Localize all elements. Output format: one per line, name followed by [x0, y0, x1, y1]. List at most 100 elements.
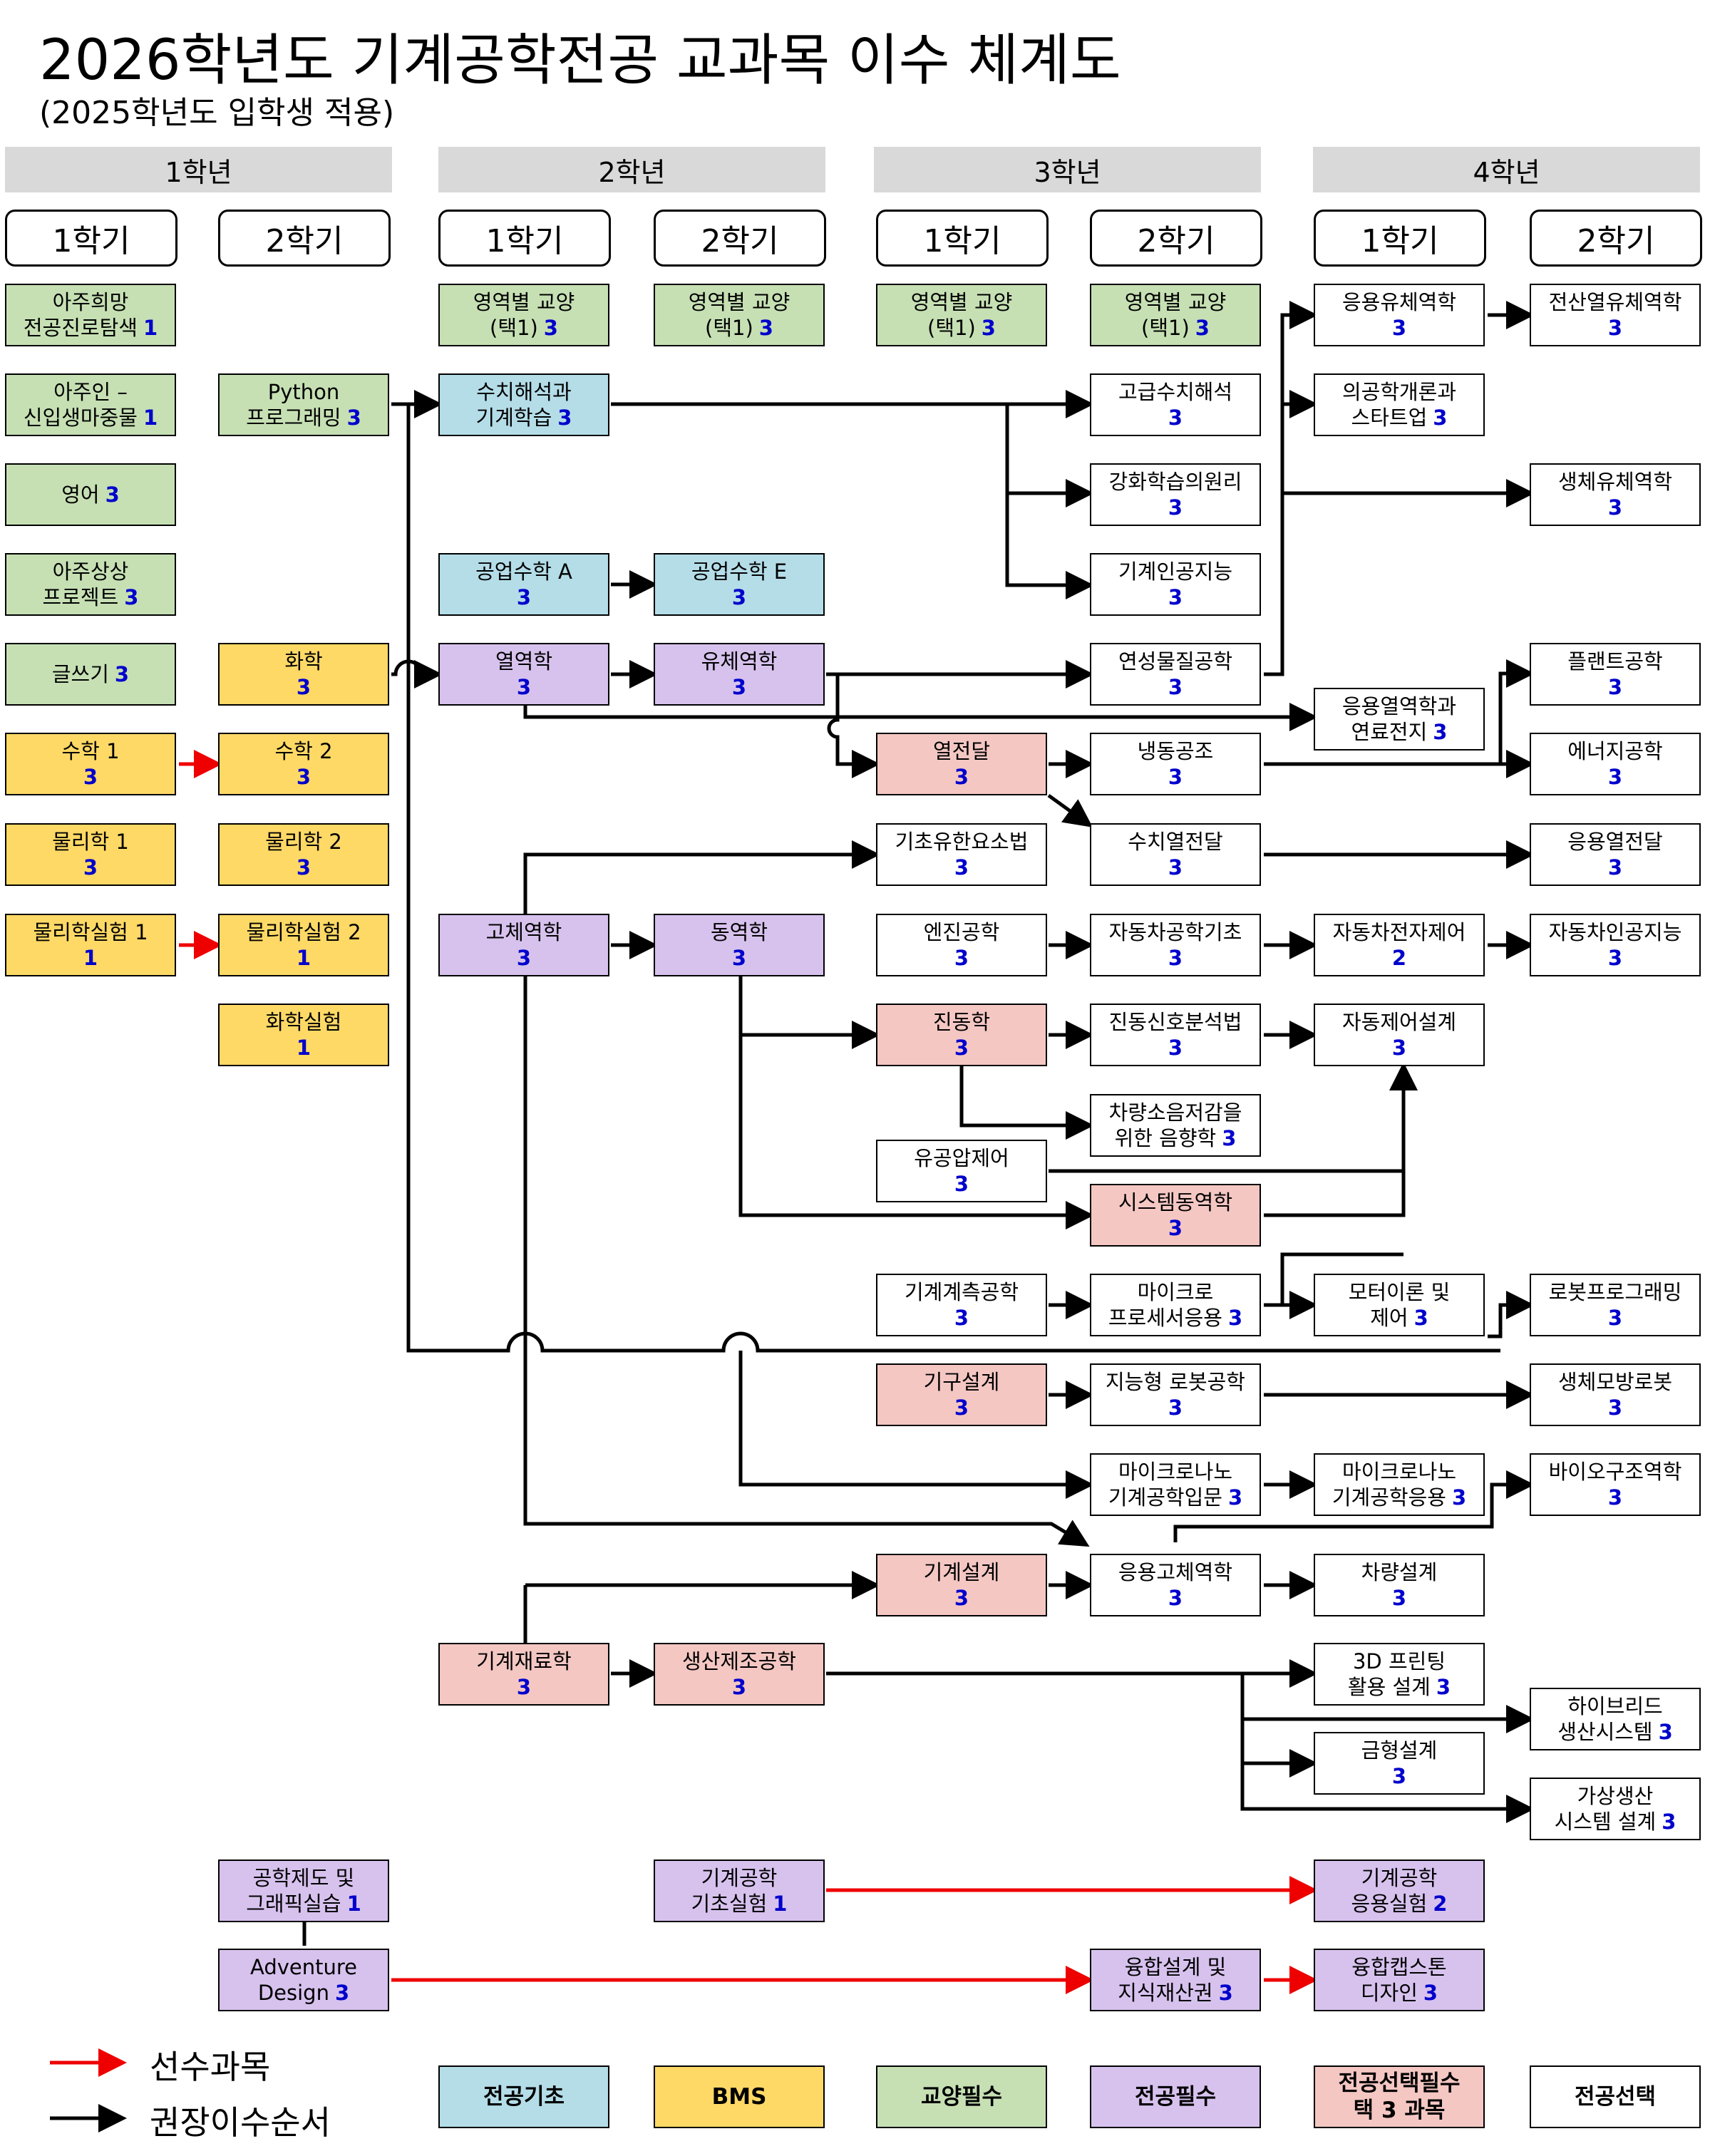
- course-credit: 3: [1391, 1036, 1407, 1060]
- legend-bms: BMS: [654, 2065, 825, 2128]
- course-credit: 3: [731, 585, 747, 609]
- course-credit: 3: [1391, 1764, 1407, 1788]
- course-name: 그래픽실습: [246, 1892, 341, 1916]
- course-name: 가상생산: [1577, 1784, 1654, 1808]
- course-name: 자동차인공지능: [1548, 920, 1682, 944]
- arrow-fluid-to-heattransfer: [827, 674, 880, 778]
- year-header-2: 2학년: [438, 147, 825, 192]
- course-credit: 3: [1433, 406, 1448, 430]
- page-title: 2026학년도 기계공학전공 교과목 이수 체계도: [39, 29, 1121, 93]
- course-credit: 3: [954, 1586, 969, 1610]
- course-credit: 3: [731, 1675, 747, 1699]
- arrow-chem-to-thermo: [391, 659, 443, 688]
- course-name: 자동제어설계: [1341, 1010, 1457, 1034]
- course-credit: 3: [1607, 1396, 1623, 1420]
- course-name: 동역학: [710, 920, 768, 944]
- legend-liberal-required: 교양필수: [876, 2065, 1047, 2128]
- course-credit: 3: [1168, 675, 1183, 699]
- course-name: Python: [267, 380, 340, 404]
- course-name: 아주상상: [52, 559, 129, 584]
- course-credit: 3: [1168, 1036, 1183, 1060]
- page-subtitle: (2025학년도 입학생 적용): [39, 95, 395, 131]
- course-name: 마이크로: [1137, 1280, 1214, 1304]
- course-credit: 3: [1451, 1485, 1467, 1510]
- course-name: 화학: [284, 649, 323, 674]
- arrow-micro-to-control: [1280, 1252, 1403, 1305]
- course-name: 기계설계: [923, 1560, 1000, 1584]
- legend-major-elective: 전공선택: [1530, 2065, 1701, 2128]
- course-credit: 3: [954, 1172, 969, 1196]
- arrow-dynamics-to-vibration: [738, 976, 880, 1049]
- year-header-3: 3학년: [874, 147, 1261, 192]
- semester-header-y4-s2: 2학기: [1530, 210, 1702, 267]
- course-name: Design: [257, 1981, 329, 2005]
- course-name: 제어: [1370, 1306, 1408, 1330]
- course-credit: 3: [1413, 1306, 1428, 1330]
- course-name: 시스템 설계: [1554, 1810, 1657, 1834]
- course-credit: 3: [1195, 316, 1210, 340]
- arrow-solid-to-fem: [523, 840, 880, 914]
- course-name: 응용열역학과: [1341, 694, 1457, 718]
- legend-major-required: 전공필수: [1090, 2065, 1261, 2128]
- course-name: 전산열유체역학: [1548, 290, 1682, 314]
- course-name: 냉동공조: [1137, 739, 1214, 763]
- course-name: 모터이론 및: [1348, 1280, 1451, 1304]
- course-credit: 3: [1423, 1981, 1438, 2005]
- course-name: 진동학: [932, 1010, 991, 1034]
- course-credit: 3: [516, 1675, 532, 1699]
- semester-header-y3-s1: 1학기: [876, 210, 1049, 267]
- course-credit: 1: [296, 1036, 311, 1060]
- course-name: 융합캡스톤: [1351, 1955, 1447, 1979]
- arrow-dynamics-to-sysdyn: [738, 1035, 1094, 1229]
- course-credit: 3: [1391, 316, 1407, 340]
- arrow-numerical-to-mai: [1005, 493, 1094, 599]
- course-name: 영역별 교양: [910, 290, 1013, 314]
- course-name: 응용실험: [1351, 1892, 1428, 1916]
- course-name: 바이오구조역학: [1548, 1460, 1682, 1484]
- arrow-to-virtual: [1240, 1719, 1535, 1823]
- course-credit: 3: [83, 765, 98, 789]
- course-name: 공업수학 E: [691, 559, 788, 584]
- arrow-to-plant: [1498, 659, 1535, 764]
- course-credit: 1: [143, 316, 158, 340]
- course-name: 차량소음저감을: [1108, 1100, 1242, 1125]
- course-name: 생체모방로봇: [1557, 1370, 1673, 1394]
- course-name: 강화학습의원리: [1108, 470, 1242, 494]
- course-name: 연성물질공학: [1118, 649, 1233, 674]
- course-name: 스타트업: [1351, 406, 1428, 430]
- course-name: 융합설계 및: [1124, 1955, 1227, 1979]
- course-credit: 1: [773, 1892, 788, 1916]
- course-credit: 3: [731, 675, 747, 699]
- course-name: 활용 설계: [1347, 1675, 1431, 1699]
- course-name: 글쓰기: [51, 662, 109, 686]
- course-credit: 3: [1168, 946, 1183, 970]
